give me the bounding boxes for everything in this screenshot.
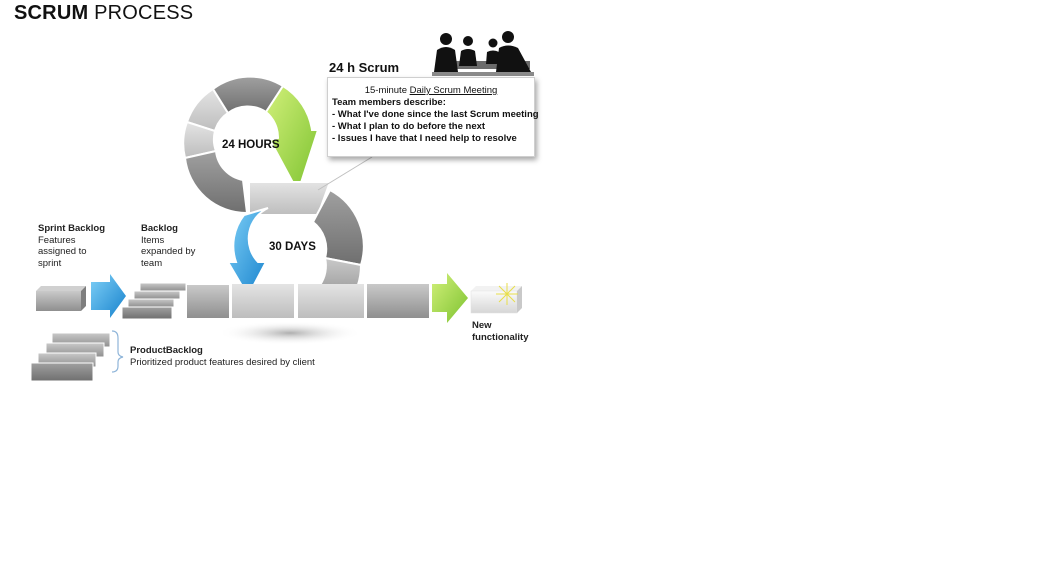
title-bold: SCRUM [14, 2, 89, 24]
product-backlog-brace [111, 330, 124, 373]
green-arrow [432, 273, 468, 323]
callout-item: - What I plan to do before the next [332, 121, 486, 132]
backlog-line: Items [141, 234, 165, 246]
backlog-line: expanded by [141, 246, 196, 257]
process-track [187, 284, 429, 318]
blue-arrow [91, 274, 126, 318]
sprint-backlog-block [36, 286, 86, 311]
blue-cycle-arrow [226, 207, 269, 299]
backlog-title: Backlog [141, 223, 178, 234]
sprint-backlog-line: sprint [38, 257, 62, 269]
daily-cycle-ring [182, 75, 320, 215]
product-backlog-stack [30, 332, 111, 382]
sprint-backlog-label: Sprint Backlog Features assigned to spri… [38, 223, 105, 269]
callout-item: - What I've done since the last Scrum me… [332, 109, 539, 120]
sprint-backlog-title: Sprint Backlog [38, 223, 106, 234]
callout-item: - Issues I have that I need help to reso… [332, 133, 517, 144]
meeting-name: Daily Scrum Meeting [409, 85, 498, 96]
title-rest: PROCESS [94, 2, 194, 24]
product-backlog-desc: Prioritized product features desired by … [130, 356, 315, 368]
daily-scrum-callout: 15-minute Daily Scrum Meeting Team membe… [327, 77, 539, 157]
product-backlog-title: ProductBacklog [130, 345, 203, 356]
meeting-line: 15-minute Daily Scrum Meeting [328, 85, 534, 97]
new-functionality-box [470, 286, 522, 314]
meeting-prefix: 15-minute [364, 85, 407, 96]
page-title: SCRUM PROCESS [14, 2, 193, 25]
sprint-backlog-line: assigned to [38, 246, 87, 257]
backlog-stack [121, 282, 187, 320]
callout-connector [317, 156, 373, 191]
sprint-cycle-label: 30 DAYS [269, 241, 316, 253]
backlog-label: Backlog Items expanded by team [141, 223, 195, 269]
meeting-people-illustration [432, 31, 534, 76]
green-cycle-arrow [264, 84, 320, 195]
product-backlog-label: ProductBacklog Prioritized product featu… [130, 345, 315, 368]
backlog-line: team [141, 257, 163, 269]
callout-heading: 24 h Scrum [329, 60, 400, 75]
new-functionality-label: New functionality [472, 320, 528, 343]
daily-cycle-label: 24 HOURS [222, 139, 280, 151]
sparkle-icon [496, 283, 518, 305]
floor-shadow [218, 321, 362, 345]
new-functionality-line: functionality [472, 331, 529, 343]
new-functionality-line: New [472, 320, 492, 331]
callout-intro: Team members describe: [332, 97, 446, 108]
sprint-backlog-line: Features [38, 234, 76, 246]
